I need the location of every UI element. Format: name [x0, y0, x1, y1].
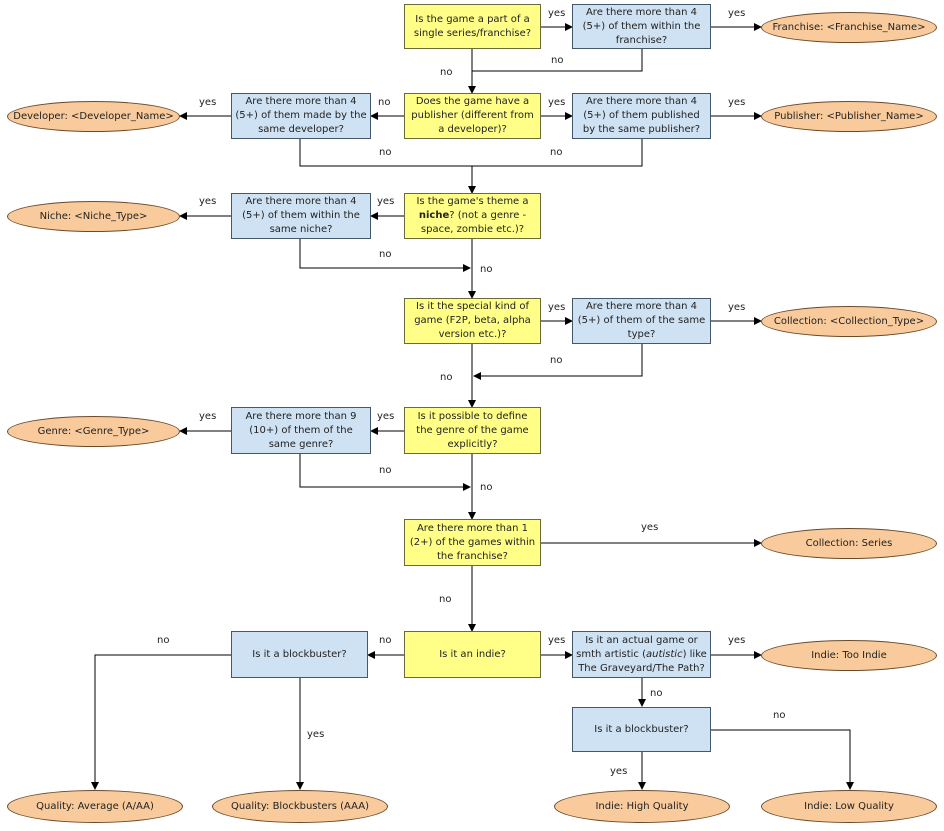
label-niche-no: no [480, 264, 493, 275]
label-blockbuster-left-no: no [157, 635, 170, 646]
label-special-yes: yes [548, 302, 566, 313]
label-publisher-yes: yes [548, 97, 566, 108]
label-genre-count-yes: yes [199, 411, 217, 422]
check-niche-count: Are there more than 4 (5+) of them withi… [231, 193, 371, 239]
outcome-indie-high: Indie: High Quality [554, 790, 730, 823]
label-genre-count-no: no [379, 465, 392, 476]
edge-genre-count-no [299, 454, 471, 491]
outcome-collection-series: Collection: Series [761, 528, 937, 559]
outcome-franchise: Franchise: <Franchise_Name> [761, 12, 937, 43]
check-genre-count: Are there more than 9 (10+) of them of t… [231, 407, 371, 454]
artistic-text-end: ) like The Graveyard/The Path? [578, 648, 707, 674]
question-niche: Is the game's theme a niche? (not a genr… [404, 193, 541, 239]
label-type-count-yes: yes [728, 302, 746, 313]
label-blockbuster-right-yes: yes [610, 766, 628, 777]
label-blockbuster-right-no: no [773, 710, 786, 721]
label-publisher-count-yes: yes [728, 97, 746, 108]
question-series-franchise: Is the game a part of a single series/fr… [404, 4, 541, 49]
outcome-too-indie: Indie: Too Indie [761, 640, 937, 671]
question-indie: Is it an indie? [404, 631, 541, 678]
label-indie-yes: yes [548, 635, 566, 646]
niche-text-end: ? (not a genre - space, zombie etc.)? [420, 210, 527, 235]
question-publisher: Does the game have a publisher (differen… [404, 93, 541, 139]
outcome-niche: Niche: <Niche_Type> [7, 201, 180, 232]
label-artistic-yes: yes [728, 635, 746, 646]
niche-text-start: Is the game's theme a [416, 196, 529, 207]
edge-blockbuster-right-no [711, 729, 854, 790]
outcome-indie-low: Indie: Low Quality [761, 790, 937, 823]
edge-blockbuster-left-no [91, 654, 231, 790]
label-developer-count-yes: yes [199, 97, 217, 108]
question-genre: Is it possible to define the genre of th… [404, 407, 541, 454]
edge-developer-count-no [299, 139, 643, 167]
outcome-quality-average: Quality: Average (A/AA) [7, 790, 183, 823]
label-niche-count-yes: yes [199, 196, 217, 207]
label-genre-yes: yes [377, 411, 395, 422]
label-developer-count-no: no [379, 147, 392, 158]
label-publisher-no: no [378, 97, 391, 108]
label-franchise-count-yes: yes [728, 8, 746, 19]
label-artistic-no: no [650, 688, 663, 699]
label-series-count-no: no [439, 594, 452, 605]
label-indie-no: no [379, 635, 392, 646]
label-series-yes: yes [548, 8, 566, 19]
label-type-count-no: no [550, 355, 563, 366]
label-genre-no: no [480, 482, 493, 493]
label-special-no: no [440, 372, 453, 383]
label-series-no: no [440, 67, 453, 78]
check-blockbuster-left: Is it a blockbuster? [231, 631, 368, 678]
outcome-quality-blockbusters: Quality: Blockbusters (AAA) [212, 790, 388, 823]
label-series-count-yes: yes [641, 522, 659, 533]
label-publisher-count-no: no [550, 147, 563, 158]
artistic-keyword: autistic [646, 648, 683, 660]
check-franchise-count: Are there more than 4 (5+) of them withi… [572, 4, 711, 49]
outcome-collection-type: Collection: <Collection_Type> [761, 306, 937, 337]
edge-niche-count-no [299, 239, 471, 272]
check-developer-count: Are there more than 4 (5+) of them made … [231, 93, 371, 139]
label-franchise-count-no: no [551, 55, 564, 66]
label-niche-yes: yes [377, 196, 395, 207]
outcome-publisher: Publisher: <Publisher_Name> [761, 101, 937, 132]
label-niche-count-no: no [379, 249, 392, 260]
check-blockbuster-right: Is it a blockbuster? [572, 707, 711, 752]
check-type-count: Are there more than 4 (5+) of them of th… [572, 298, 711, 344]
label-blockbuster-left-yes: yes [307, 729, 325, 740]
artistic-text-start: Is it an actual game or smth artistic ( [576, 634, 698, 660]
question-special-kind: Is it the special kind of game (F2P, bet… [404, 298, 541, 344]
niche-keyword: niche [418, 210, 450, 221]
question-series-count: Are there more than 1 (2+) of the games … [404, 519, 541, 566]
outcome-developer: Developer: <Developer_Name> [7, 101, 180, 132]
outcome-genre: Genre: <Genre_Type> [7, 416, 180, 447]
check-artistic: Is it an actual game or smth artistic (a… [572, 631, 711, 678]
check-publisher-count: Are there more than 4 (5+) of them publi… [572, 93, 711, 139]
edge-type-count-no [473, 344, 643, 380]
edge-franchise-count-no [472, 49, 643, 72]
